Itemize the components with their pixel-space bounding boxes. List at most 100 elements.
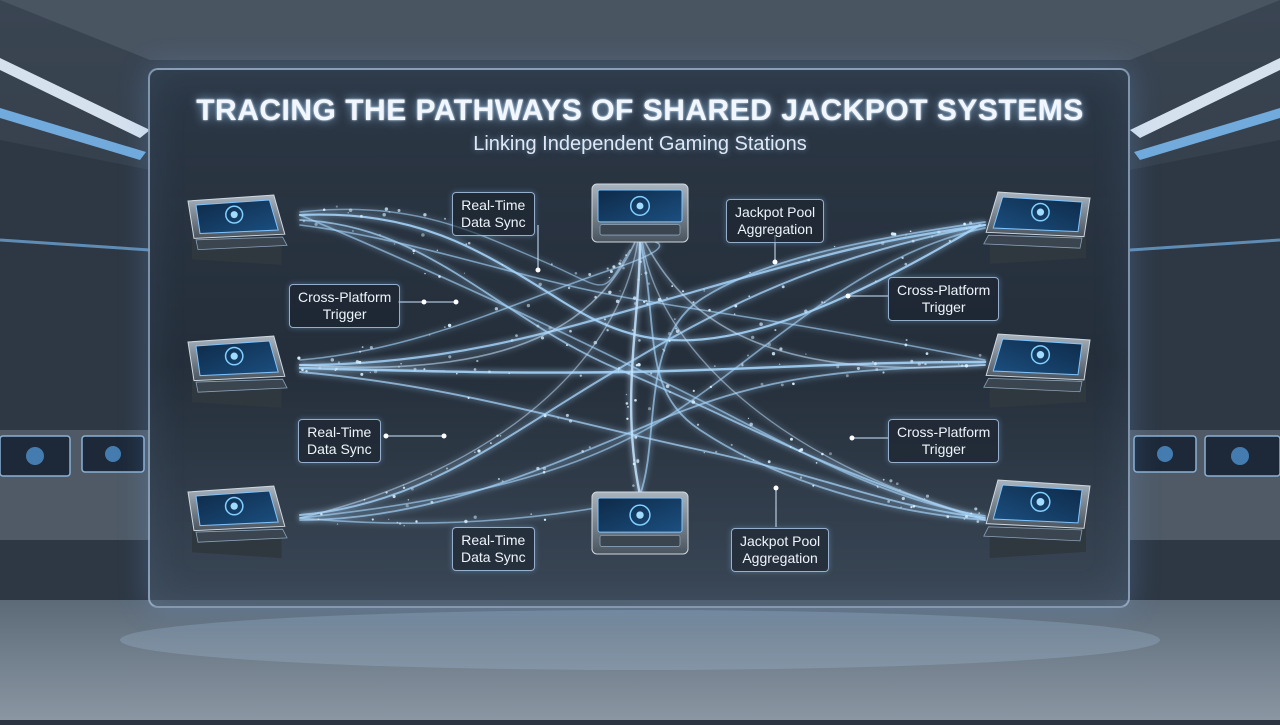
particle-dot — [957, 363, 960, 366]
callout-line: Aggregation — [742, 550, 818, 566]
jackpot-icon — [629, 504, 651, 526]
particle-dot — [398, 522, 402, 525]
particle-dot — [565, 413, 569, 417]
particle-dot — [605, 322, 607, 325]
station-right-top — [983, 191, 1091, 264]
particle-dot — [805, 353, 807, 355]
particle-dot — [622, 266, 625, 270]
particle-dot — [812, 484, 815, 487]
particle-dot — [948, 239, 952, 243]
particle-dot — [638, 339, 641, 342]
particle-dot — [668, 339, 671, 342]
jackpot-icon-core — [636, 202, 644, 210]
particle-dot — [696, 423, 700, 426]
callout-trigger-right-bottom: Cross-Platform Trigger — [888, 419, 1000, 463]
connector-dot — [383, 433, 389, 439]
particle-dot — [510, 339, 514, 342]
particle-dot — [397, 209, 401, 212]
particle-dot — [455, 372, 458, 375]
particle-dot — [557, 417, 560, 420]
particle-dot — [609, 269, 613, 274]
particle-dot — [423, 368, 426, 371]
particle-dot — [499, 434, 502, 437]
particle-dot — [497, 478, 500, 480]
particle-dot — [566, 344, 568, 347]
particle-dot — [675, 327, 677, 330]
particle-dot — [964, 364, 969, 368]
particle-dot — [619, 259, 622, 262]
particle-dot — [836, 365, 840, 369]
particle-dot — [413, 367, 417, 371]
connector-dot — [453, 299, 459, 305]
station-right-bottom — [983, 479, 1091, 558]
station-body — [187, 335, 288, 408]
particle-dot — [396, 521, 399, 524]
particle-dot — [881, 241, 885, 246]
particle-dot — [882, 371, 885, 374]
particle-dot — [632, 484, 635, 487]
particle-dot — [778, 363, 781, 366]
particle-dot — [476, 359, 479, 363]
particle-dot — [334, 369, 337, 372]
callout-pool-bottom: Jackpot Pool Aggregation — [731, 528, 830, 572]
particle-dot — [448, 355, 452, 359]
particle-dot — [963, 222, 966, 226]
particle-dot — [692, 301, 695, 304]
particle-dot — [733, 313, 736, 315]
particle-dot — [643, 300, 646, 303]
callout-line: Data Sync — [307, 441, 372, 457]
particle-dot — [382, 213, 386, 217]
particle-dot — [668, 391, 672, 394]
particle-dot — [369, 371, 371, 374]
particle-dot — [871, 360, 874, 363]
connector-dot — [441, 433, 447, 439]
page-title: TRACING THE PATHWAYS OF SHARED JACKPOT S… — [196, 94, 1084, 127]
particle-dot — [625, 402, 629, 405]
particle-dot — [443, 326, 446, 328]
particle-dot — [692, 389, 695, 393]
particle-dot — [617, 370, 620, 372]
particle-dot — [548, 326, 552, 330]
jackpot-icon-core — [636, 511, 644, 519]
particle-dot — [403, 524, 405, 527]
particle-dot — [355, 360, 360, 364]
callout-sync-left: Real-Time Data Sync — [298, 419, 381, 463]
particle-dot — [330, 358, 335, 362]
particle-dot — [501, 480, 504, 483]
station-keypad — [195, 236, 288, 251]
particle-dot — [612, 265, 616, 269]
jackpot-icon-core — [230, 502, 238, 510]
particle-dot — [606, 267, 609, 270]
particle-dot — [625, 393, 628, 396]
particle-dot — [632, 296, 637, 300]
particle-dot — [799, 476, 803, 479]
particle-dot — [887, 500, 890, 503]
callout-line: Trigger — [921, 441, 966, 457]
particle-dot — [965, 227, 968, 229]
particle-dot — [588, 446, 591, 449]
particle-dot — [608, 290, 612, 295]
particle-dot — [746, 354, 750, 357]
particle-dot — [637, 362, 641, 367]
particle-dot — [899, 489, 901, 491]
particle-dot — [477, 449, 481, 453]
particle-dot — [515, 334, 518, 337]
callout-line: Trigger — [921, 299, 966, 315]
particle-dot — [369, 346, 373, 350]
particle-dot — [748, 295, 751, 298]
particle-dot — [359, 214, 363, 218]
particle-dot — [774, 329, 777, 332]
station-screen — [195, 490, 279, 527]
particle-dot — [302, 219, 306, 223]
particle-dot — [946, 515, 950, 519]
connector-dot — [773, 485, 779, 491]
particle-dot — [681, 290, 685, 293]
jackpot-icon — [224, 346, 244, 366]
particle-dot — [473, 368, 477, 371]
particle-dot — [901, 256, 904, 260]
particle-dot — [743, 455, 746, 458]
particle-dot — [708, 308, 711, 312]
particle-dot — [637, 278, 640, 281]
particle-dot — [336, 523, 339, 525]
